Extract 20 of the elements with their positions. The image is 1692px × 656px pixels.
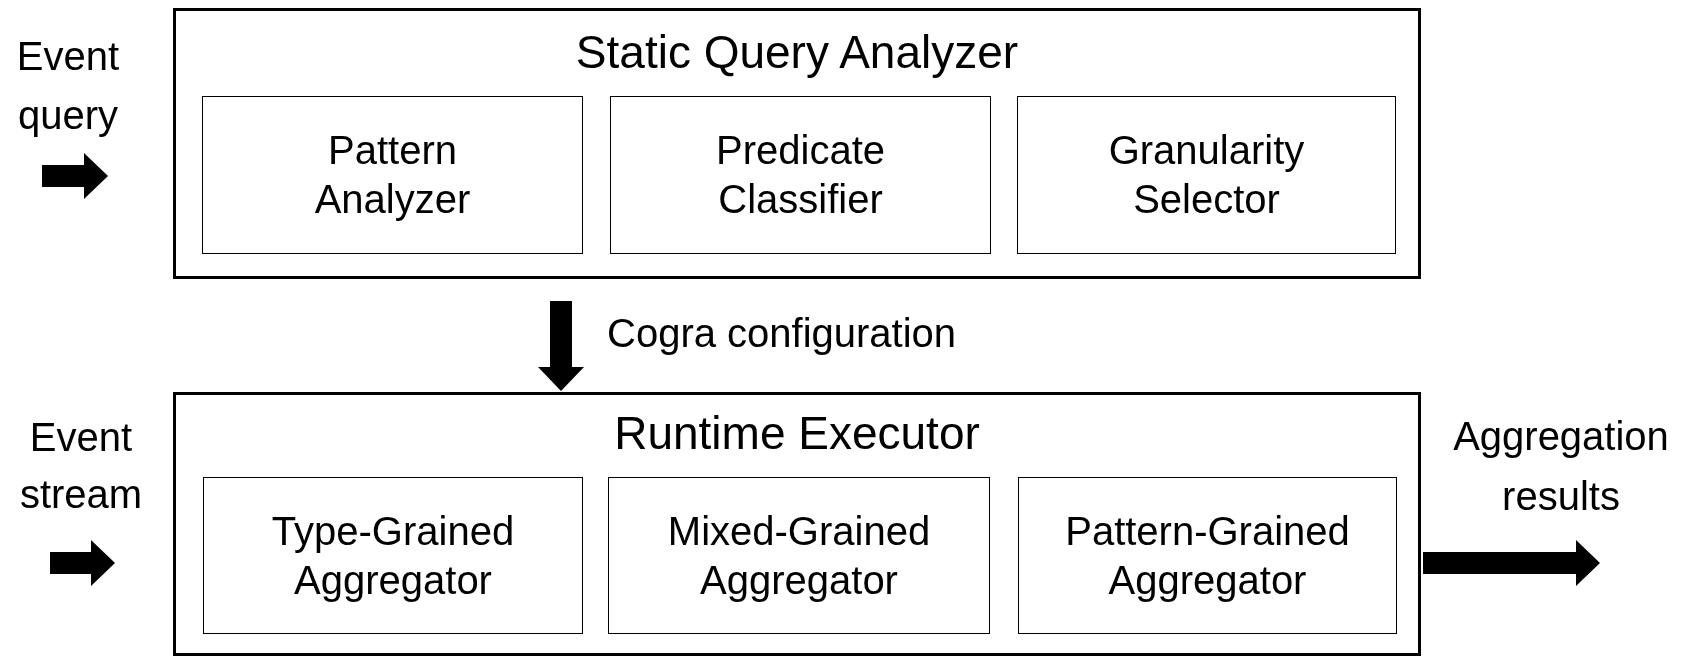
- arrow: [1423, 540, 1600, 586]
- component-box: [610, 96, 991, 254]
- box-label: Predicate Classifier: [715, 127, 886, 223]
- arrow: [50, 540, 115, 586]
- component-box: [1018, 477, 1397, 634]
- container-box: [173, 8, 1421, 279]
- box-label: Granularity Selector: [1107, 127, 1306, 223]
- box-label: Pattern Analyzer: [313, 127, 472, 223]
- component-box: [1017, 96, 1396, 254]
- box-title: Static Query Analyzer: [575, 26, 1019, 78]
- component-box: [608, 477, 990, 634]
- arrow: [538, 301, 584, 391]
- container-box: [173, 392, 1421, 656]
- box-label: Pattern-Grained Aggregator: [1064, 507, 1351, 604]
- component-box: [203, 477, 583, 634]
- box-title: Runtime Executor: [614, 407, 980, 459]
- box-label: Type-Grained Aggregator: [270, 507, 516, 604]
- box-label: Mixed-Grained Aggregator: [666, 507, 932, 604]
- arrow: [42, 153, 108, 199]
- component-box: [202, 96, 583, 254]
